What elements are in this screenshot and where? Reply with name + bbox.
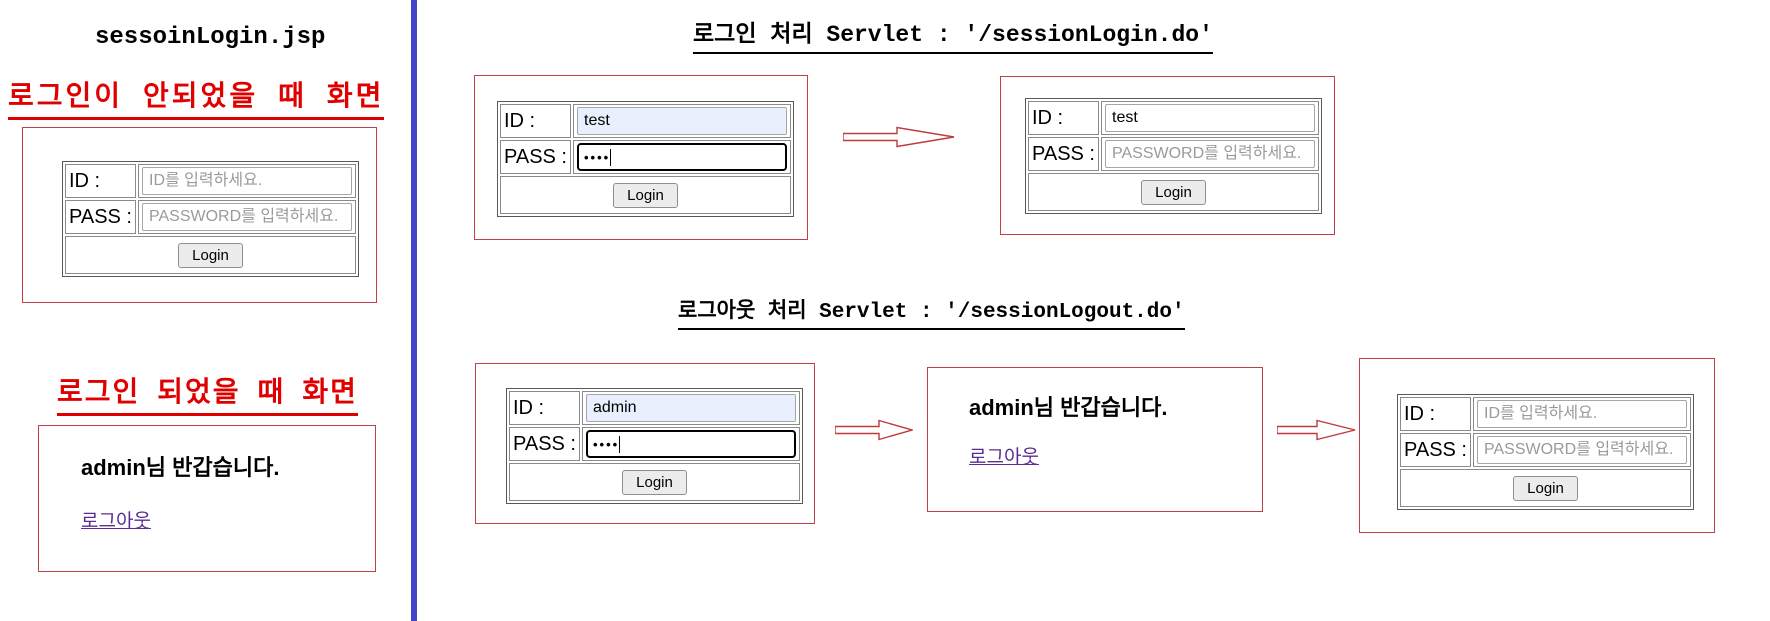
logout-link[interactable]: 로그아웃 xyxy=(969,447,1039,468)
id-label: ID : xyxy=(500,104,571,138)
pass-input[interactable] xyxy=(142,203,352,231)
pass-input[interactable]: •••• xyxy=(577,143,787,171)
pass-input[interactable] xyxy=(1477,436,1687,464)
id-label: ID : xyxy=(1028,101,1099,135)
text-caret xyxy=(619,435,621,453)
id-input[interactable] xyxy=(586,394,796,422)
login-form-table: ID : PASS : Login xyxy=(62,161,359,277)
logout-reset-box: ID : PASS : Login xyxy=(1359,358,1715,533)
welcome-text: admin님 반갑습니다. xyxy=(81,455,280,480)
password-dots: •••• xyxy=(584,149,611,165)
logout-flow-heading: 로그아웃 처리 Servlet : '/sessionLogout.do' xyxy=(678,294,1185,330)
welcome-text: admin님 반갑습니다. xyxy=(969,395,1168,420)
login-form-table: ID : PASS : •••• Login xyxy=(506,388,803,504)
id-label: ID : xyxy=(1400,397,1471,431)
pass-input[interactable]: •••• xyxy=(586,430,796,458)
page-title: sessoinLogin.jsp xyxy=(95,24,326,51)
login-form-table: ID : PASS : Login xyxy=(1397,394,1694,510)
logout-login-box: ID : PASS : •••• Login xyxy=(475,363,815,524)
login-button[interactable]: Login xyxy=(178,242,243,268)
logged-in-screen-box: admin님 반갑습니다. 로그아웃 xyxy=(38,425,376,572)
id-label: ID : xyxy=(509,391,580,425)
logged-out-heading: 로그인이 안되었을 때 화면 xyxy=(8,74,385,120)
password-dots: •••• xyxy=(593,436,620,452)
id-input[interactable] xyxy=(142,167,352,195)
id-input[interactable] xyxy=(577,107,787,135)
login-button[interactable]: Login xyxy=(1141,179,1206,205)
login-before-box: ID : PASS : •••• Login xyxy=(474,75,808,240)
login-button[interactable]: Login xyxy=(622,469,687,495)
logged-out-screen-box: ID : PASS : Login xyxy=(22,127,377,303)
pass-label: PASS : xyxy=(1028,137,1099,171)
logout-link[interactable]: 로그아웃 xyxy=(81,511,151,532)
id-label: ID : xyxy=(65,164,136,198)
logged-in-heading: 로그인 되었을 때 화면 xyxy=(57,370,358,416)
login-flow-heading: 로그인 처리 Servlet : '/sessionLogin.do' xyxy=(693,14,1213,54)
pass-input[interactable] xyxy=(1105,140,1315,168)
login-form-table: ID : PASS : Login xyxy=(1025,98,1322,214)
pass-label: PASS : xyxy=(1400,433,1471,467)
id-input[interactable] xyxy=(1477,400,1687,428)
login-button[interactable]: Login xyxy=(1513,475,1578,501)
logout-welcome-box: admin님 반갑습니다. 로그아웃 xyxy=(927,367,1263,512)
pass-label: PASS : xyxy=(65,200,136,234)
flow-arrow-icon xyxy=(1277,417,1356,443)
section-divider xyxy=(411,0,417,621)
login-button[interactable]: Login xyxy=(613,182,678,208)
login-form-table: ID : PASS : •••• Login xyxy=(497,101,794,217)
id-input[interactable] xyxy=(1105,104,1315,132)
login-after-box: ID : PASS : Login xyxy=(1000,76,1335,235)
pass-label: PASS : xyxy=(500,140,571,174)
pass-label: PASS : xyxy=(509,427,580,461)
text-caret xyxy=(610,148,612,166)
flow-arrow-icon xyxy=(835,417,913,443)
flow-arrow-icon xyxy=(843,124,955,150)
